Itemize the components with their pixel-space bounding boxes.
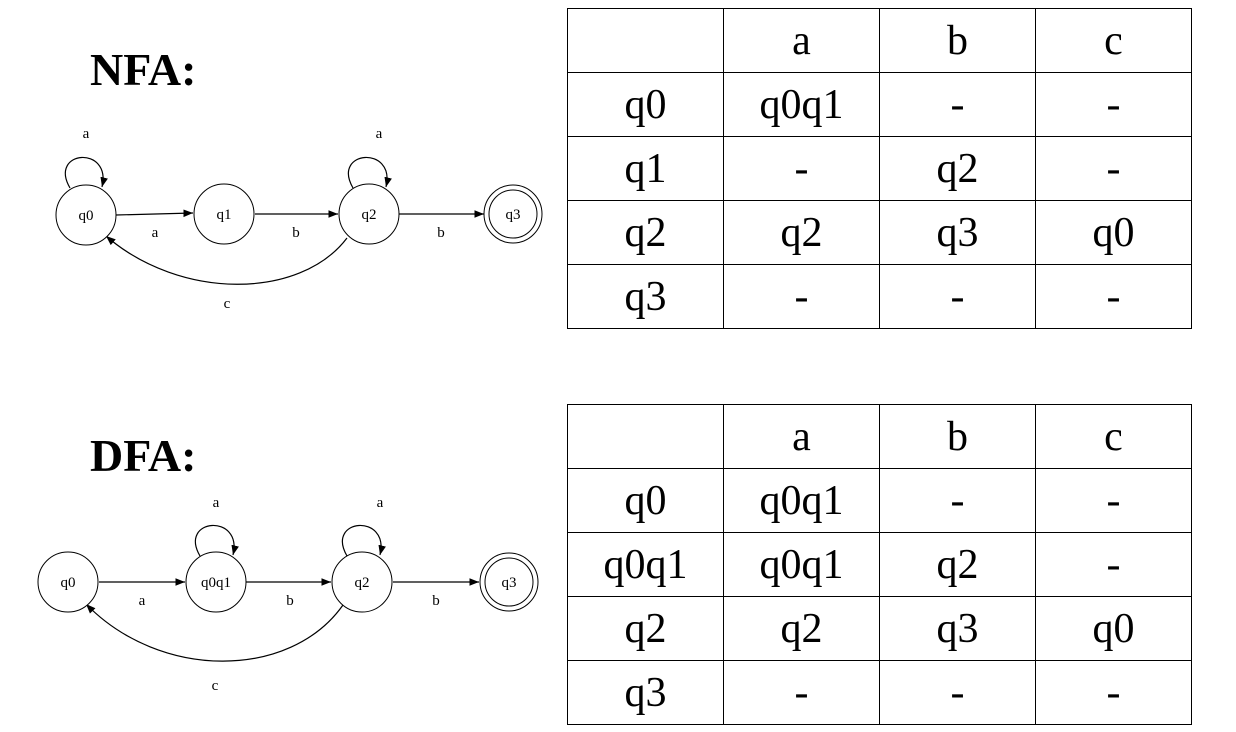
dfa-label-q0-q0q1: a: [139, 593, 146, 609]
nfa-table-cell: -: [1035, 264, 1192, 329]
nfa-table-cell: -: [879, 264, 1036, 329]
dfa-table-cell: q0q1: [723, 532, 880, 597]
nfa-heading: NFA:: [90, 44, 197, 95]
nfa-table-state-cell: q3: [567, 264, 724, 329]
dfa-table-cell: q0q1: [723, 468, 880, 533]
nfa-state-q3-label: q3: [506, 207, 521, 223]
nfa-label-q2-q0: c: [224, 296, 231, 312]
dfa-label-q2-q3: b: [432, 593, 440, 609]
dfa-state-q3-label: q3: [502, 575, 517, 591]
nfa-table-cell: q2: [879, 136, 1036, 201]
nfa-state-q2: q2: [338, 183, 400, 245]
dfa-label-q0q1-q2: b: [286, 593, 294, 609]
dfa-table-state-cell: q0: [567, 468, 724, 533]
dfa-table-header-cell: b: [879, 404, 1036, 469]
dfa-edge-q0q1-loop: [194, 524, 239, 557]
dfa-table-state-cell: q0q1: [567, 532, 724, 597]
nfa-state-q2-label: q2: [362, 207, 377, 223]
nfa-diagram: a a b a b c q0 q1 q2 q3: [55, 126, 543, 312]
nfa-table-cell: -: [1035, 72, 1192, 137]
dfa-state-q2: q2: [331, 551, 393, 613]
nfa-state-q0: q0: [55, 184, 117, 246]
dfa-heading: DFA:: [90, 430, 197, 481]
dfa-state-q2-label: q2: [355, 575, 370, 591]
dfa-table-cell: q0: [1035, 596, 1192, 661]
dfa-edge-q2-q0: [85, 603, 344, 662]
dfa-table-cell: -: [879, 660, 1036, 725]
nfa-state-q3: q3: [483, 184, 543, 244]
nfa-table-header-cell: c: [1035, 8, 1192, 73]
nfa-state-q0-label: q0: [79, 208, 94, 224]
nfa-label-q2-loop: a: [376, 126, 383, 142]
dfa-table-cell: q2: [723, 596, 880, 661]
nfa-table-cell: q3: [879, 200, 1036, 265]
dfa-label-q2-q0: c: [212, 678, 219, 694]
nfa-table-state-cell: q0: [567, 72, 724, 137]
nfa-table-header-cell: [567, 8, 724, 73]
nfa-edge-q2-loop: [347, 156, 392, 189]
nfa-label-q0-q1: a: [152, 225, 159, 241]
dfa-table-cell: q2: [879, 532, 1036, 597]
dfa-state-q0-label: q0: [61, 575, 76, 591]
dfa-table-cell: -: [1035, 468, 1192, 533]
nfa-state-q1: q1: [193, 183, 255, 245]
dfa-state-q0: q0: [37, 551, 99, 613]
nfa-table-row: q3---: [567, 264, 1192, 329]
nfa-table-header-cell: a: [723, 8, 880, 73]
dfa-table-state-cell: q2: [567, 596, 724, 661]
dfa-state-q0q1-label: q0q1: [201, 575, 231, 591]
dfa-state-q3: q3: [479, 552, 539, 612]
nfa-table-cell: -: [1035, 136, 1192, 201]
nfa-table-cell: -: [879, 72, 1036, 137]
nfa-table-header-cell: b: [879, 8, 1036, 73]
dfa-table-cell: -: [1035, 660, 1192, 725]
nfa-table-cell: -: [723, 264, 880, 329]
nfa-edge-q0-q1: [115, 209, 194, 218]
nfa-edge-q0-loop: [64, 156, 108, 189]
nfa-table-cell: q2: [723, 200, 880, 265]
dfa-table-cell: -: [723, 660, 880, 725]
dfa-table-row: q3---: [567, 660, 1192, 725]
dfa-table-cell: -: [879, 468, 1036, 533]
nfa-edge-q2-q0: [105, 235, 348, 285]
dfa-table-cell: q3: [879, 596, 1036, 661]
nfa-table-cell: q0: [1035, 200, 1192, 265]
dfa-edge-q2-loop: [341, 524, 386, 557]
dfa-table-header-cell: a: [723, 404, 880, 469]
nfa-table-row: q1-q2-: [567, 136, 1192, 201]
nfa-table-cell: q0q1: [723, 72, 880, 137]
dfa-label-q0q1-loop: a: [213, 495, 220, 511]
dfa-table-state-cell: q3: [567, 660, 724, 725]
nfa-table-cell: -: [723, 136, 880, 201]
nfa-state-q1-label: q1: [217, 207, 232, 223]
nfa-table-state-cell: q2: [567, 200, 724, 265]
nfa-label-q1-q2: b: [292, 225, 300, 241]
dfa-table-header-cell: c: [1035, 404, 1192, 469]
dfa-state-q0q1: q0q1: [185, 551, 247, 613]
dfa-diagram: a a b a b c q0 q0q1 q2 q3: [37, 495, 539, 694]
dfa-table-header-cell: [567, 404, 724, 469]
nfa-table-state-cell: q1: [567, 136, 724, 201]
dfa-table-cell: -: [1035, 532, 1192, 597]
nfa-label-q0-loop: a: [83, 126, 90, 142]
nfa-label-q2-q3: b: [437, 225, 445, 241]
dfa-label-q2-loop: a: [377, 495, 384, 511]
